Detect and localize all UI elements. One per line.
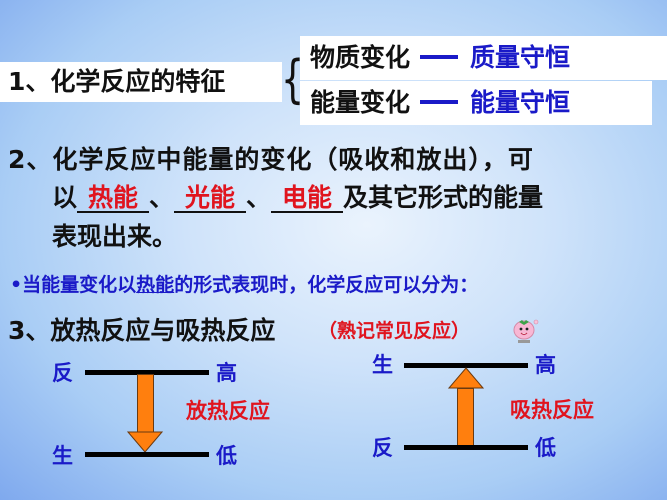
endo-label: 吸热反应 [510, 398, 594, 422]
endo-bottom-left: 反 [372, 436, 393, 460]
note-prefix: 当能量变化以 [22, 274, 137, 296]
dash-icon [420, 100, 459, 104]
row1-right: 质量守恒 [470, 43, 571, 72]
section1-row1-band [300, 36, 667, 80]
exo-arrow-shaft [137, 374, 154, 434]
blank-electric: 电能 [271, 185, 344, 213]
blank-heat: 热能 [77, 185, 150, 213]
row1-left: 物质变化 [310, 43, 411, 72]
tomato-mascot-icon [512, 316, 540, 346]
endo-reactant-level [404, 445, 528, 450]
exo-bottom-left: 生 [52, 444, 73, 468]
exo-top-left: 反 [52, 361, 73, 385]
section2-line1: 2、化学反应中能量的变化（吸收和放出），可 [8, 145, 534, 174]
section1-label-band [0, 62, 282, 102]
row2-left: 能量变化 [310, 88, 411, 117]
separator: 、 [246, 183, 272, 212]
note-underlined: 热能 [136, 274, 175, 296]
endo-top-left: 生 [372, 353, 393, 377]
arrow-down-icon [126, 431, 164, 457]
bullet-icon: • [10, 274, 23, 296]
line2-prefix: 以 [52, 183, 78, 212]
note-suffix: 的形式表现时，化学反应可以分为： [174, 274, 479, 296]
exo-product-level [85, 452, 209, 457]
dash-icon [420, 55, 459, 59]
brace-icon: { [280, 50, 305, 110]
section2-line3: 表现出来。 [52, 222, 178, 251]
section3-hint: （熟记常见反应） [318, 320, 471, 342]
exo-top-right: 高 [216, 361, 237, 385]
note-line: •当能量变化以热能的形式表现时，化学反应可以分为： [10, 273, 478, 297]
endo-bottom-right: 低 [535, 436, 556, 460]
separator: 、 [149, 183, 175, 212]
line2-suffix: 及其它形式的能量 [343, 183, 544, 212]
blank-light: 光能 [174, 185, 247, 213]
section1-row1: 物质变化 质量守恒 [310, 43, 570, 73]
endo-top-right: 高 [535, 353, 556, 377]
exo-bottom-right: 低 [216, 444, 237, 468]
row2-right: 能量守恒 [470, 88, 571, 117]
section1-row2: 能量变化 能量守恒 [310, 88, 570, 118]
section1-label: 1、化学反应的特征 [8, 67, 226, 96]
endo-product-level [404, 363, 528, 368]
section1-row2-band [300, 81, 652, 125]
exo-label: 放热反应 [186, 399, 270, 423]
endo-arrow-shaft [457, 388, 474, 448]
exo-reactant-level [85, 370, 209, 375]
section2-line2: 以热能、光能、电能及其它形式的能量 [52, 183, 543, 213]
section3-title: 3、放热反应与吸热反应 [8, 316, 276, 345]
